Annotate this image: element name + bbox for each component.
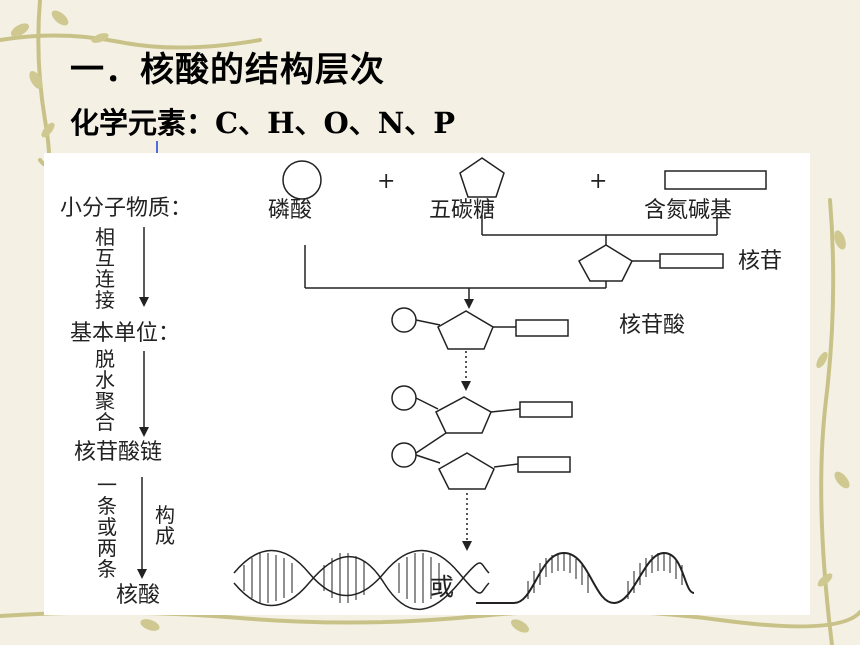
stage-basic-unit: 基本单位： — [70, 321, 181, 346]
stage-nucleic-acid: 核酸 — [116, 583, 161, 608]
label-or: 或 — [430, 573, 454, 601]
base-rectangle-icon — [664, 170, 767, 190]
label-nucleotide: 核苷酸 — [619, 313, 686, 338]
label-nucleoside: 核苷 — [738, 249, 783, 274]
double-helix-icon — [233, 549, 490, 611]
arrow-label-form: 构成 — [155, 503, 175, 548]
nucleic-acid-diagram: 小分子物质： 基本单位： 核苷酸链 核酸 相互连接 脱水聚合 一条或两条 构成 … — [44, 153, 810, 615]
stage-nucleotide-chain: 核苷酸链 — [74, 440, 163, 465]
chemical-elements-line: 化学元素：C、H、O、N、P — [70, 106, 456, 140]
nucleotide-sugar-icon — [437, 310, 494, 350]
single-strand-icon — [476, 551, 695, 605]
stage-small-molecules: 小分子物质： — [60, 196, 193, 221]
label-base: 含氮碱基 — [644, 198, 733, 223]
diagram-graphics — [137, 157, 767, 611]
label-pentose: 五碳糖 — [429, 198, 496, 223]
nucleoside-base-icon — [659, 253, 724, 269]
arrow-label-connect: 相互连接 — [95, 225, 115, 312]
plus-sign-1: + — [377, 169, 396, 194]
arrow-label-dehydrate: 脱水聚合 — [95, 347, 115, 434]
page-title: 一．核酸的结构层次 — [70, 50, 385, 90]
nucleoside-sugar-icon — [577, 244, 633, 282]
phosphate-circle-icon — [282, 160, 322, 200]
arrow-label-one-or-two: 一条或两条 — [97, 473, 117, 581]
label-phosphate: 磷酸 — [268, 198, 313, 223]
plus-sign-2: + — [589, 169, 608, 194]
pentose-pentagon-icon — [459, 157, 505, 198]
